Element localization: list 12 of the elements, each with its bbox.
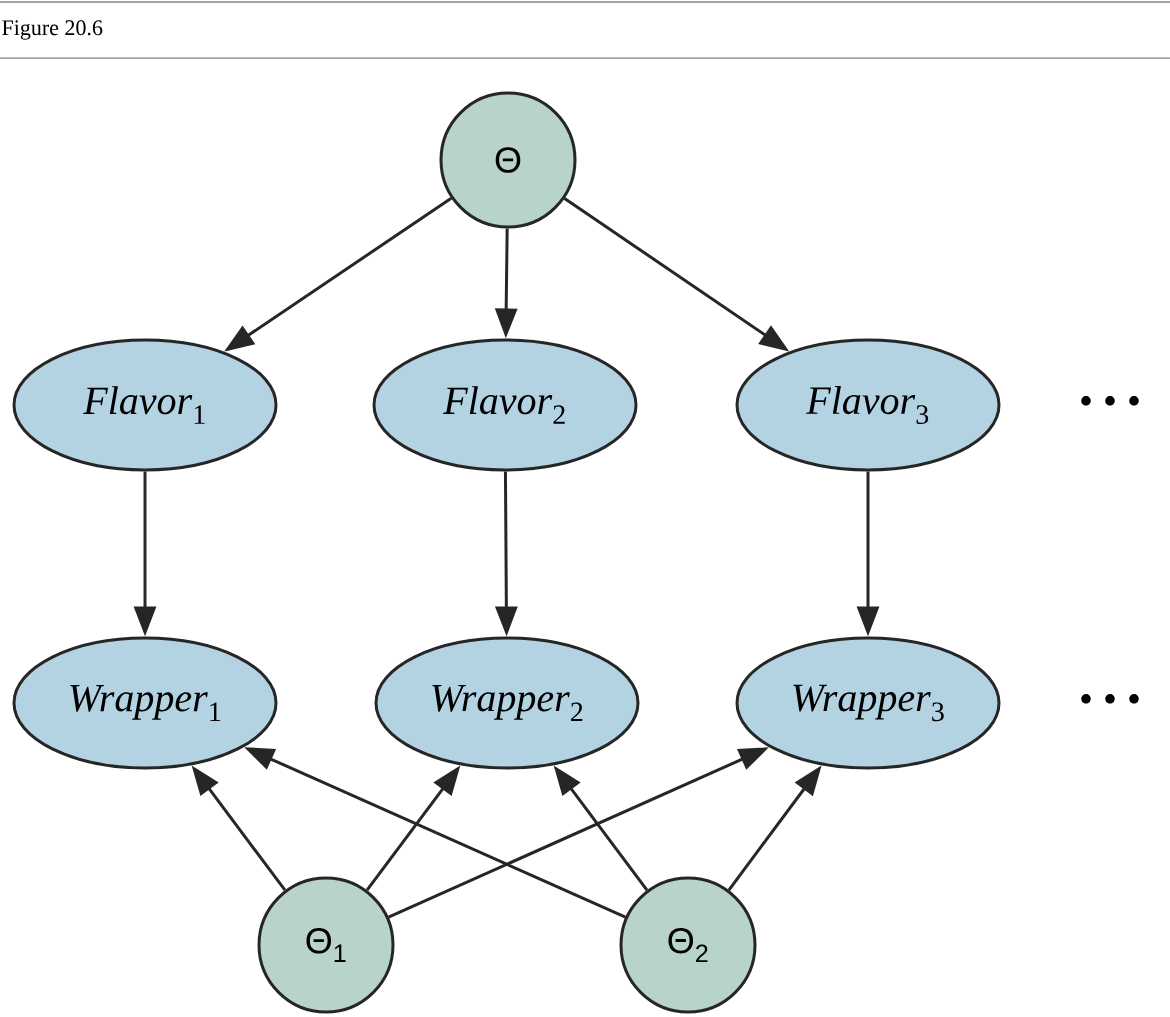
ellipse-node: Wrapper$_{1}$: [12, 636, 278, 770]
circle-node: Θ$_{2}$: [619, 876, 757, 1014]
ellipse-node: Wrapper$_{3}$: [735, 636, 1001, 770]
ellipse-node: Flavor$_{2}$: [372, 338, 638, 472]
circle-node: Θ$_{1}$: [257, 876, 395, 1014]
ellipse-node: Flavor$_{3}$: [735, 338, 1001, 472]
circle-node: Θ: [439, 91, 577, 229]
ellipse-node: Flavor$_{1}$: [12, 338, 278, 472]
ellipsis: • • •: [1081, 694, 1139, 704]
ellipsis: • • •: [1081, 396, 1139, 406]
ellipse-node: Wrapper$_{2}$: [374, 636, 640, 770]
figure-title: Figure 20.6: [2, 20, 103, 40]
